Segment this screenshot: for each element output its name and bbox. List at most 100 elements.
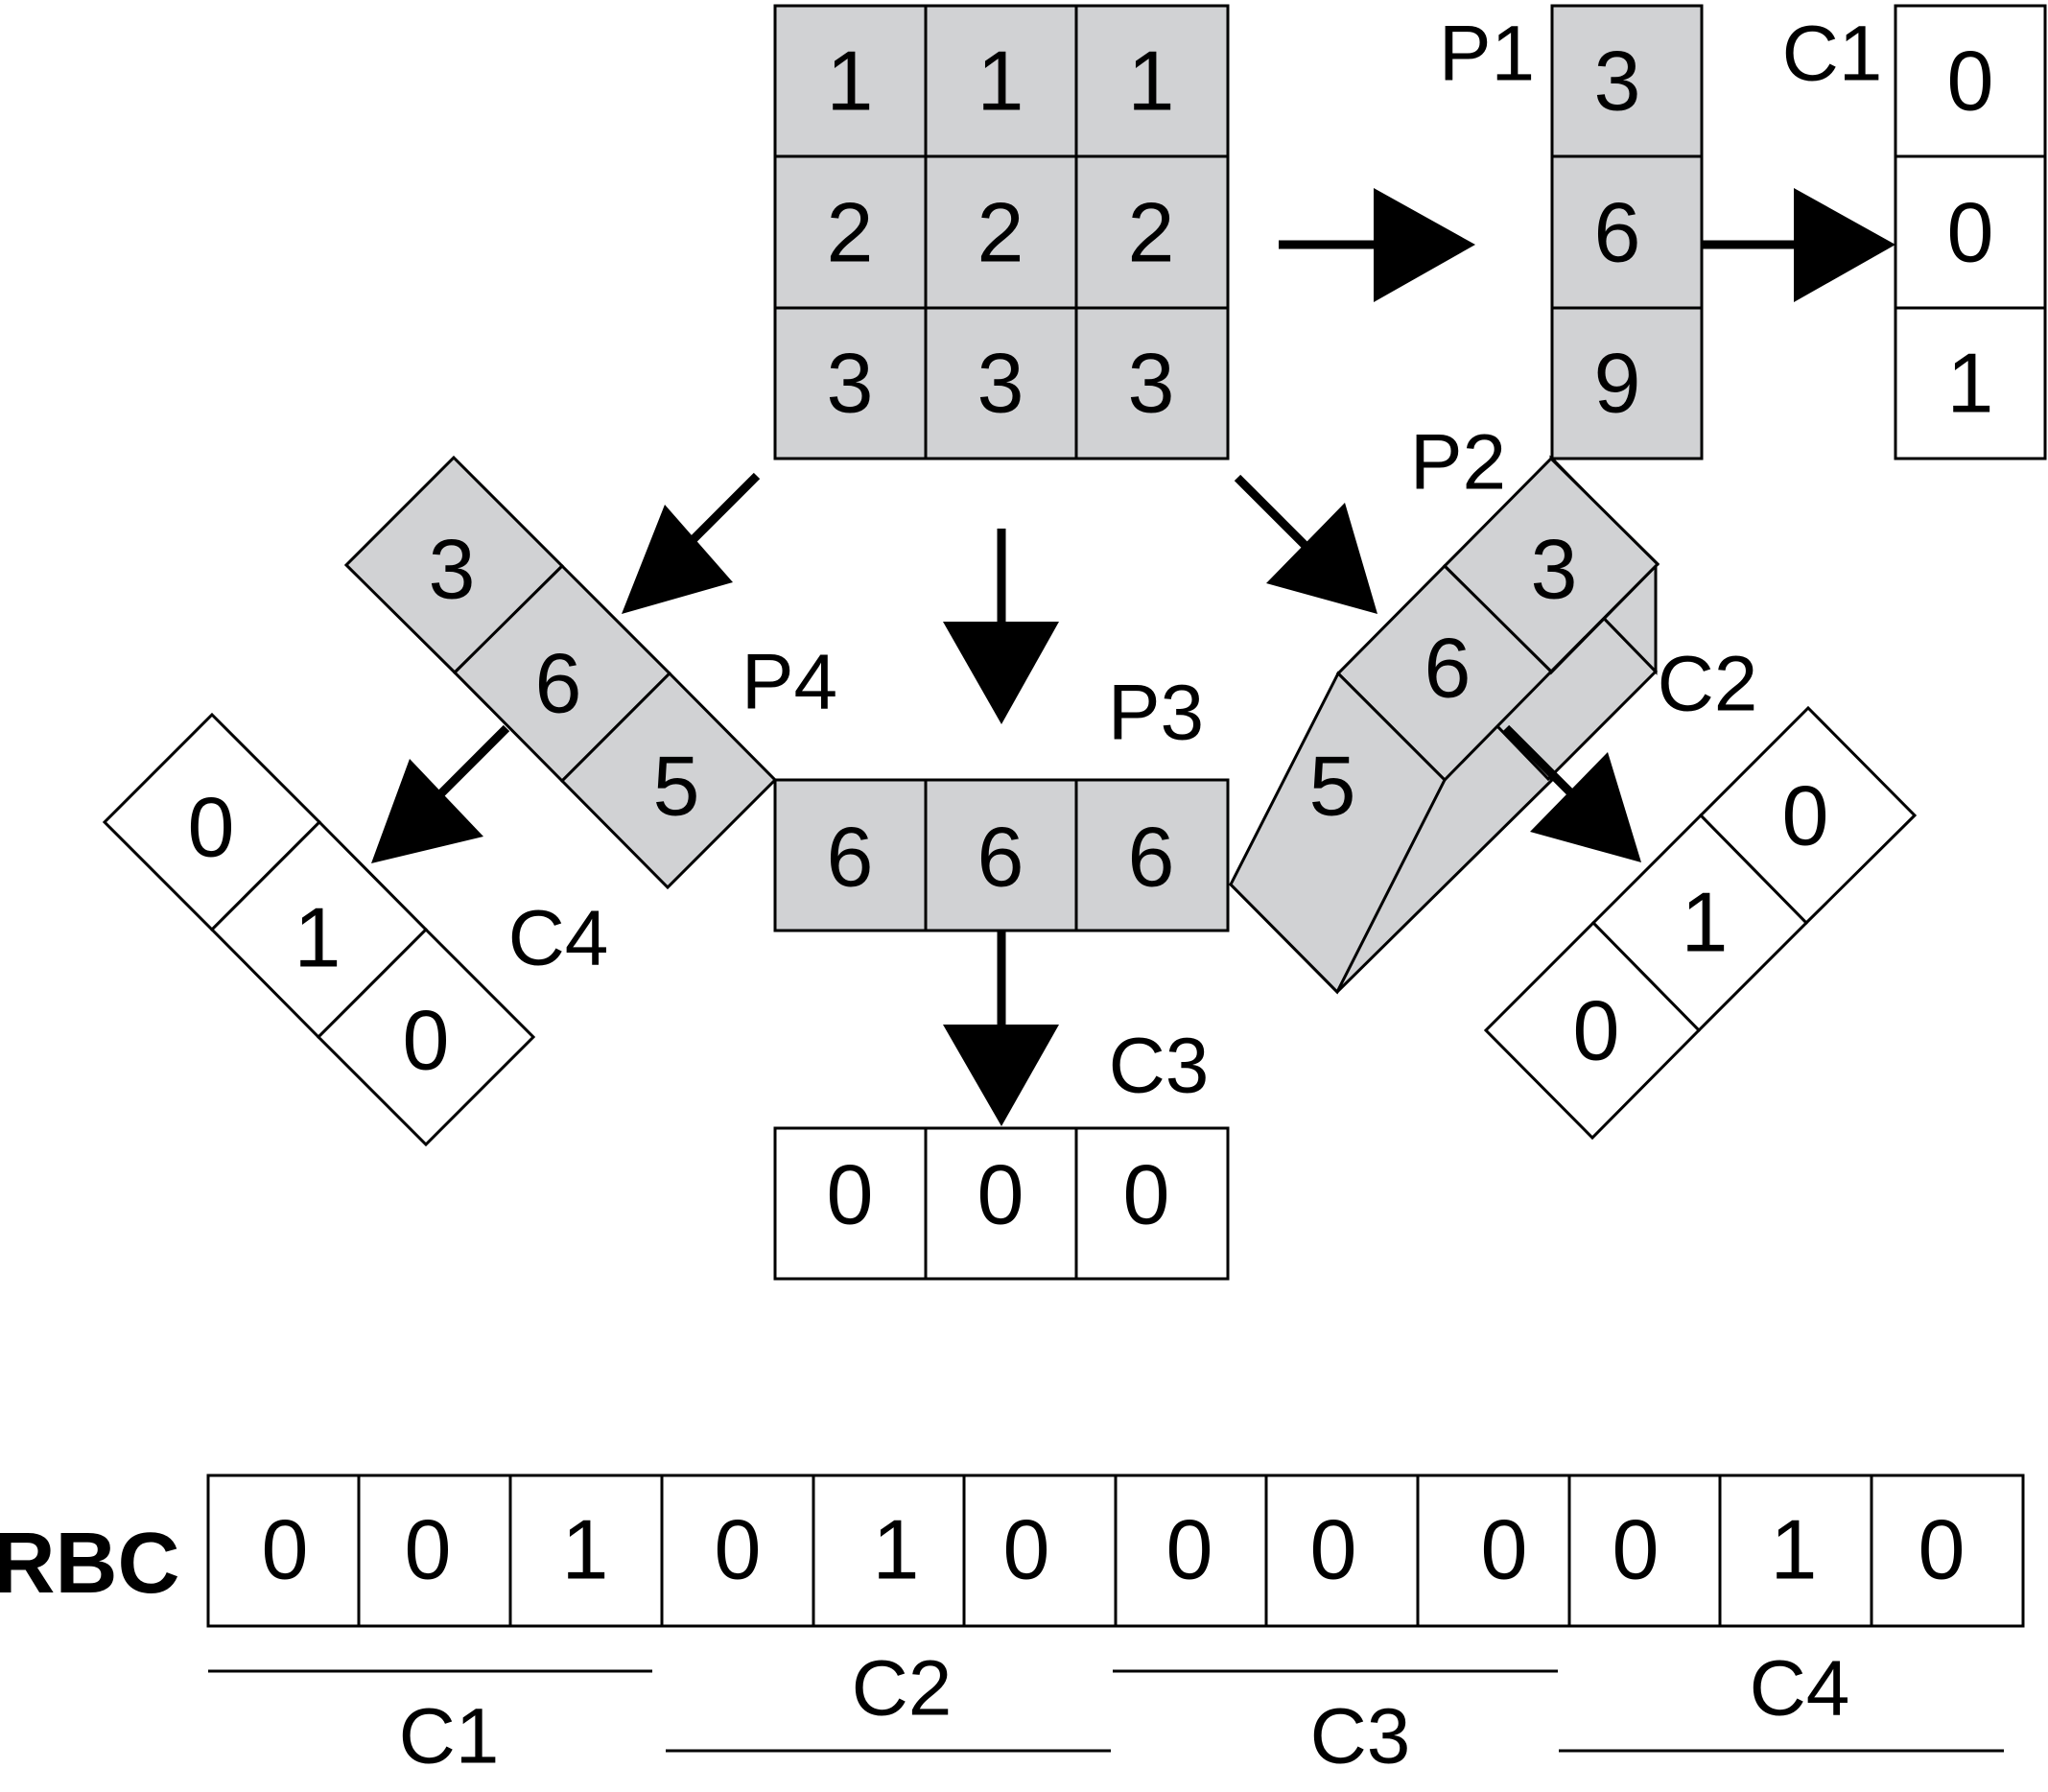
projection-cell (1074, 778, 1230, 932)
rbc-value: 0 (1003, 1502, 1050, 1597)
arrowhead (622, 505, 733, 614)
projection-value: 6 (535, 636, 582, 731)
code-label: C1 (1782, 11, 1883, 98)
arrow-matrix-to-p4 (622, 472, 761, 614)
projection-cell (1550, 4, 1704, 158)
code-value: 0 (1947, 185, 1994, 280)
rbc-cell (1567, 1474, 1722, 1628)
arrow-matrix-to-p2 (1234, 474, 1377, 614)
projection-value: 5 (653, 739, 700, 834)
arrowhead (943, 1025, 1059, 1126)
projection-p2: 5 6 3 P2 (1228, 419, 1660, 995)
arrowhead (371, 759, 483, 863)
code-label: C2 (1658, 641, 1758, 728)
matrix-cell (924, 306, 1078, 460)
segment-label-c4: C4 (1750, 1645, 1850, 1733)
projection-cell (1550, 154, 1704, 310)
arrowhead (1374, 188, 1475, 302)
segment-label-c2: C2 (852, 1645, 953, 1733)
projection-value: 3 (1531, 522, 1578, 617)
arrowhead (1794, 188, 1895, 302)
matrix-cell (773, 306, 928, 460)
projection-value: 5 (1309, 739, 1356, 834)
projection-cell (924, 778, 1078, 932)
code-cell (1074, 1126, 1230, 1281)
rbc-value: 1 (1771, 1502, 1818, 1597)
code-value: 0 (1573, 983, 1620, 1078)
projection-value: 6 (1424, 621, 1471, 716)
matrix-value: 1 (1128, 34, 1175, 129)
matrix-value: 2 (977, 185, 1024, 280)
segment-label-c1: C1 (399, 1693, 500, 1780)
code-cell (316, 927, 536, 1147)
projection-cell (1229, 671, 1447, 995)
rbc-value: 0 (715, 1502, 762, 1597)
projection-value: 3 (429, 522, 476, 617)
arrowhead (1530, 752, 1641, 862)
arrow-p1-to-c1 (1702, 188, 1895, 302)
matrix-value: 3 (977, 336, 1024, 431)
rbc-value: 1 (562, 1502, 609, 1597)
arrow-matrix-to-p1 (1279, 188, 1475, 302)
code-c2: 0 1 0 C2 (1483, 641, 1918, 1141)
projection-value: 6 (827, 810, 874, 905)
matrix-cell (1074, 306, 1230, 460)
rbc-value: 0 (262, 1502, 309, 1597)
code-value: 0 (1782, 768, 1829, 863)
projection-label: P2 (1410, 419, 1506, 507)
matrix-value: 3 (827, 336, 874, 431)
matrix-value: 2 (827, 185, 874, 280)
matrix-cell (773, 4, 928, 158)
rbc-cell (1416, 1474, 1571, 1628)
code-cell (924, 1126, 1078, 1281)
projection-label: P4 (742, 639, 837, 726)
projection-label: P3 (1108, 670, 1204, 757)
projection-p1: 3 6 9 P1 (1439, 4, 1704, 460)
arrow-p4-to-c4 (371, 724, 510, 863)
projection-cell (1550, 306, 1704, 460)
matrix-cell (1074, 4, 1230, 158)
projection-cell (559, 671, 778, 890)
matrix-value: 1 (977, 34, 1024, 129)
projection-value: 9 (1594, 336, 1641, 431)
rbc-value: 0 (1481, 1502, 1528, 1597)
code-cell (1483, 920, 1702, 1141)
code-label: C4 (508, 895, 609, 982)
rbc-cell (1870, 1474, 2025, 1628)
segment-label-c3: C3 (1310, 1693, 1411, 1780)
rbc-value: 0 (405, 1502, 452, 1597)
rbc-title: RBC (0, 1516, 180, 1612)
code-value: 1 (294, 890, 341, 985)
arrow-p3-to-c3 (943, 931, 1059, 1126)
rbc-cell (508, 1474, 664, 1628)
arrow-p2-to-c2 (1502, 724, 1641, 862)
code-cell (773, 1126, 928, 1281)
code-cell (1894, 154, 2047, 310)
projection-value: 3 (1594, 34, 1641, 129)
rbc-strip: RBC 0 0 1 0 1 0 0 0 0 0 1 0 C1 C2 C3 C4 (0, 1474, 2025, 1780)
code-value: 0 (977, 1147, 1024, 1242)
projection-value: 6 (977, 810, 1024, 905)
code-value: 0 (1123, 1147, 1170, 1242)
code-c1: 0 0 1 C1 (1782, 4, 2047, 460)
rbc-value: 0 (1919, 1502, 1966, 1597)
code-value: 1 (1947, 336, 1994, 431)
arrowhead (1266, 503, 1377, 614)
code-c4: 0 1 0 C4 (102, 712, 609, 1147)
rbc-cell (206, 1474, 361, 1628)
rbc-cell (812, 1474, 966, 1628)
projection-label: P1 (1439, 11, 1535, 98)
rbc-value: 1 (873, 1502, 920, 1597)
matrix-cell (924, 4, 1078, 158)
projection-p4: 3 6 5 P4 (343, 455, 837, 890)
arrow-matrix-to-p3 (943, 529, 1059, 724)
code-label: C3 (1109, 1023, 1210, 1110)
rbc-value: 0 (1310, 1502, 1357, 1597)
matrix-cell (1074, 154, 1230, 310)
projection-p3: 6 6 6 P3 (773, 670, 1230, 932)
source-matrix: 1 1 1 2 2 2 3 3 3 (773, 4, 1230, 460)
matrix-value: 2 (1128, 185, 1175, 280)
rbc-cell (1264, 1474, 1420, 1628)
code-value: 0 (1947, 34, 1994, 129)
